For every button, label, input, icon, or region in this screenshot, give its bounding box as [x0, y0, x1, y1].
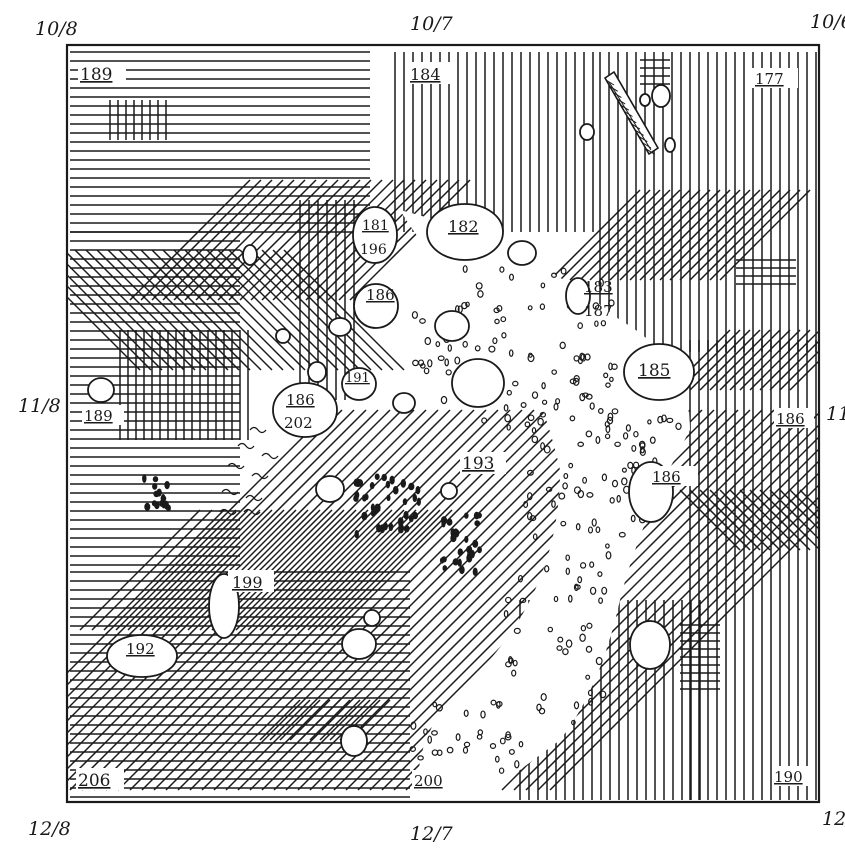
stone: [341, 367, 377, 401]
elevation-186-b: 186: [286, 391, 315, 409]
elevation-193: 193: [462, 454, 494, 474]
elevation-196: 196: [360, 242, 387, 258]
elevation-187: 187: [584, 302, 613, 320]
soil-hatching: [67, 51, 819, 800]
stone: [440, 482, 458, 500]
elevation-184: 184: [410, 65, 441, 84]
elevation-199: 199: [232, 573, 263, 592]
elevation-186-c: 186: [776, 410, 805, 428]
stone: [353, 283, 399, 329]
stone: [106, 634, 178, 678]
grid-label-bottom-mid: 12/7: [410, 823, 454, 845]
unit-outline: [65, 43, 821, 804]
stone: [341, 628, 377, 660]
elevation-182: 182: [448, 217, 479, 236]
stone: [651, 84, 671, 108]
stone: [664, 137, 676, 153]
wavy-marks: [219, 426, 279, 516]
stones: [87, 84, 695, 757]
grid-label-bottom-left: 12/8: [28, 818, 71, 840]
grid-label-top-left: 10/8: [35, 18, 78, 40]
stone: [328, 317, 352, 337]
grid-labels: 10/8 10/7 10/6 11/8 11/ 12/8 12/7 12/: [18, 11, 845, 845]
elevation-186-d: 186: [652, 468, 681, 486]
stone: [363, 609, 381, 627]
stone: [87, 377, 115, 403]
elevation-189: 189: [80, 65, 112, 85]
stone: [426, 203, 504, 261]
elevation-202: 202: [284, 414, 313, 432]
stone: [639, 93, 651, 107]
stone: [565, 277, 591, 315]
elevation-189-b: 189: [84, 407, 113, 425]
elevation-206: 206: [78, 771, 110, 791]
grid-label-top-right: 10/6: [810, 11, 845, 33]
stone: [623, 343, 695, 401]
dark-nodules: [142, 473, 482, 576]
stone: [352, 206, 398, 264]
stone: [307, 361, 327, 383]
stone: [275, 328, 291, 344]
grid-label-bottom-right: 12/: [822, 808, 845, 830]
elevation-192: 192: [126, 640, 155, 658]
elevation-185: 185: [638, 361, 670, 381]
grid-label-top-mid: 10/7: [410, 13, 454, 35]
stone: [579, 123, 595, 141]
elevation-190: 190: [774, 768, 803, 786]
stone: [242, 244, 258, 266]
stone: [340, 725, 368, 757]
stone: [629, 620, 671, 670]
stone: [434, 310, 470, 342]
elevation-186-a: 186: [366, 286, 395, 304]
elevation-200: 200: [414, 772, 443, 790]
stone: [507, 240, 537, 266]
stone: [392, 392, 416, 414]
elevation-labels: 189 184 177 181 196 182 186 183 187 185 …: [76, 62, 814, 791]
grid-label-mid-right: 11/: [826, 403, 845, 425]
grid-label-mid-left: 11/8: [18, 395, 61, 417]
elevation-177: 177: [755, 70, 784, 88]
stone: [451, 358, 505, 408]
elevation-181: 181: [362, 218, 389, 234]
stone: [315, 475, 345, 503]
elevation-191: 191: [345, 371, 370, 386]
elevation-183: 183: [584, 278, 613, 296]
rod-feature: [603, 70, 660, 156]
stone: [272, 382, 338, 438]
